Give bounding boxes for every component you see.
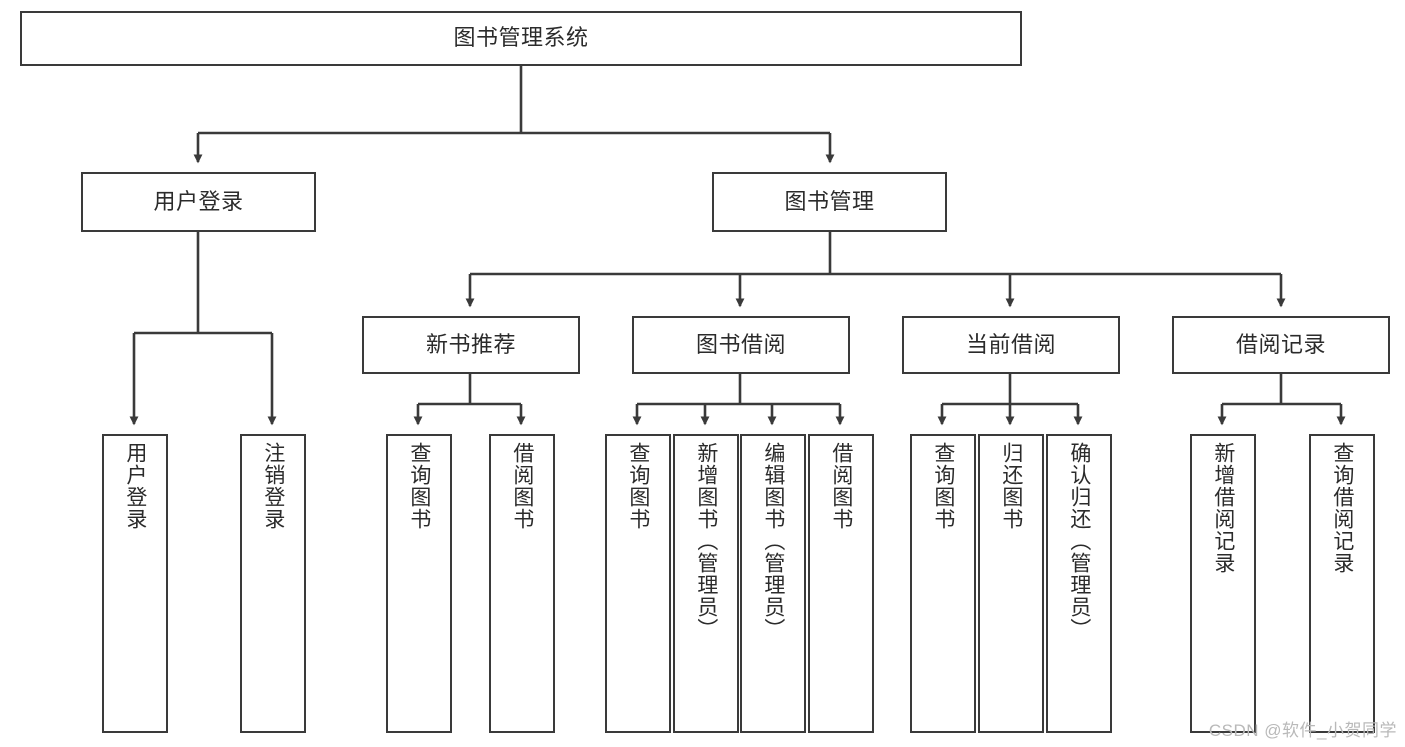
node-label: 确认归还（管理员） (1067, 442, 1091, 640)
leaf-current-borrow-return[interactable]: 归还图书 (978, 434, 1044, 733)
node-root-system[interactable]: 图书管理系统 (20, 11, 1022, 66)
node-label: 图书借阅 (695, 331, 786, 357)
node-label: 归还图书 (999, 442, 1023, 530)
node-user-login[interactable]: 用户登录 (81, 172, 316, 232)
leaf-book-borrow-lend[interactable]: 借阅图书 (808, 434, 874, 733)
node-label: 查询图书 (626, 442, 650, 530)
watermark-text: CSDN @软件_小贺同学 (1208, 721, 1397, 740)
leaf-new-book-query[interactable]: 查询图书 (386, 434, 452, 733)
leaf-new-book-borrow[interactable]: 借阅图书 (489, 434, 555, 733)
node-book-borrow[interactable]: 图书借阅 (632, 316, 850, 374)
node-label: 用户登录 (123, 442, 147, 530)
leaf-book-borrow-add[interactable]: 新增图书（管理员） (673, 434, 739, 733)
node-label: 借阅记录 (1235, 331, 1326, 357)
node-label: 借阅图书 (829, 442, 853, 530)
node-label: 图书管理系统 (453, 25, 589, 51)
node-current-borrow[interactable]: 当前借阅 (902, 316, 1120, 374)
node-label: 图书管理 (784, 188, 875, 214)
node-label: 查询借阅记录 (1330, 442, 1354, 574)
leaf-book-borrow-query[interactable]: 查询图书 (605, 434, 671, 733)
node-borrow-record[interactable]: 借阅记录 (1172, 316, 1390, 374)
leaf-book-borrow-edit[interactable]: 编辑图书（管理员） (740, 434, 806, 733)
leaf-borrow-record-query[interactable]: 查询借阅记录 (1309, 434, 1375, 733)
node-new-book-recommend[interactable]: 新书推荐 (362, 316, 580, 374)
node-label: 查询图书 (931, 442, 955, 530)
node-label: 新书推荐 (425, 331, 516, 357)
node-label: 借阅图书 (510, 442, 534, 530)
leaf-user-login-signin[interactable]: 用户登录 (102, 434, 168, 733)
leaf-user-login-signout[interactable]: 注销登录 (240, 434, 306, 733)
leaf-current-borrow-query[interactable]: 查询图书 (910, 434, 976, 733)
leaf-current-borrow-confirm-return[interactable]: 确认归还（管理员） (1046, 434, 1112, 733)
node-book-management[interactable]: 图书管理 (712, 172, 947, 232)
node-label: 当前借阅 (965, 331, 1056, 357)
node-label: 编辑图书（管理员） (761, 442, 785, 640)
leaf-borrow-record-add[interactable]: 新增借阅记录 (1190, 434, 1256, 733)
node-label: 新增图书（管理员） (694, 442, 718, 640)
node-label: 新增借阅记录 (1211, 442, 1235, 574)
node-label: 注销登录 (261, 442, 285, 530)
node-label: 用户登录 (153, 188, 244, 214)
node-label: 查询图书 (407, 442, 431, 530)
